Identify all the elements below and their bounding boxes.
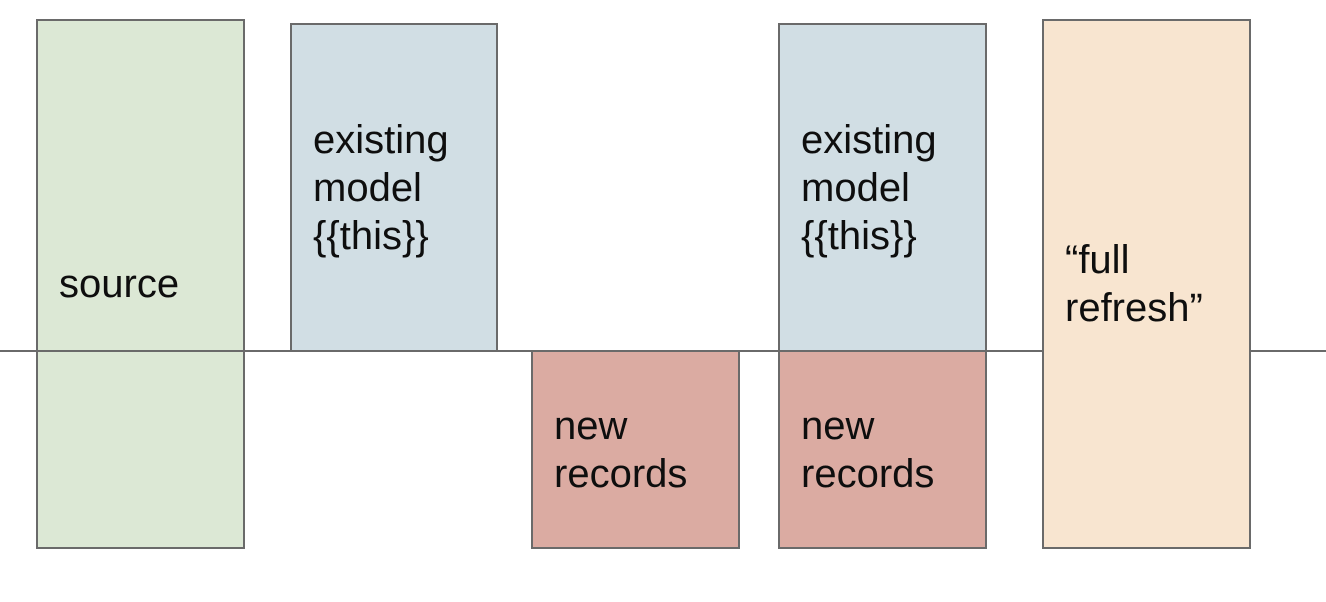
- new-records-box-1: new records: [531, 350, 740, 549]
- existing-model-box-1-label: existing model {{this}}: [313, 117, 449, 258]
- source-box: source: [36, 19, 245, 549]
- new-records-box-2: new records: [778, 350, 987, 549]
- new-records-box-1-label: new records: [554, 403, 688, 496]
- full-refresh-box: “full refresh”: [1042, 19, 1251, 549]
- existing-model-box-2: existing model {{this}}: [778, 23, 987, 352]
- source-box-label: source: [59, 262, 180, 306]
- existing-model-box-2-label: existing model {{this}}: [801, 117, 937, 258]
- new-records-box-2-label: new records: [801, 403, 935, 496]
- existing-model-box-1: existing model {{this}}: [290, 23, 498, 352]
- full-refresh-box-label: “full refresh”: [1065, 238, 1203, 330]
